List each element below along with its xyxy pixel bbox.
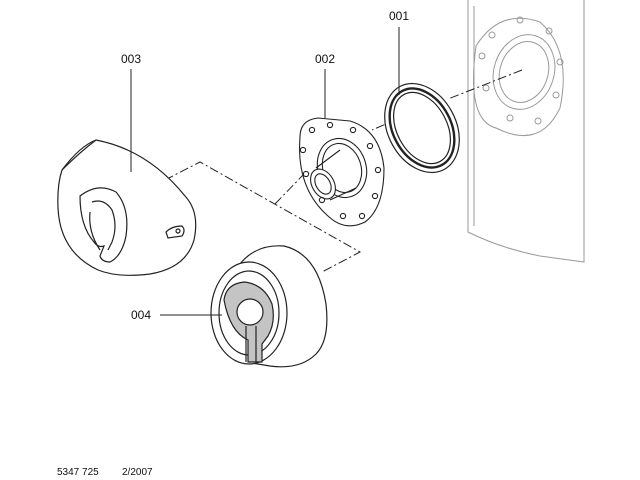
callout-004: 004 <box>131 308 151 322</box>
part-003-cover-hood <box>57 139 197 276</box>
callout-002: 002 <box>315 52 335 66</box>
document-date: 2/2007 <box>122 467 153 478</box>
callout-001: 001 <box>389 9 409 23</box>
housing-bolt-holes <box>478 16 564 125</box>
part-004-cylinder-insert <box>210 245 328 368</box>
document-number: 5347 725 <box>57 467 99 478</box>
leader-lines <box>130 27 400 316</box>
callout-003: 003 <box>121 52 141 66</box>
mounting-housing <box>467 0 585 263</box>
part-001-seal-ring <box>384 82 460 174</box>
flange-bolt-holes <box>299 121 382 220</box>
part-002-flange <box>299 117 385 227</box>
